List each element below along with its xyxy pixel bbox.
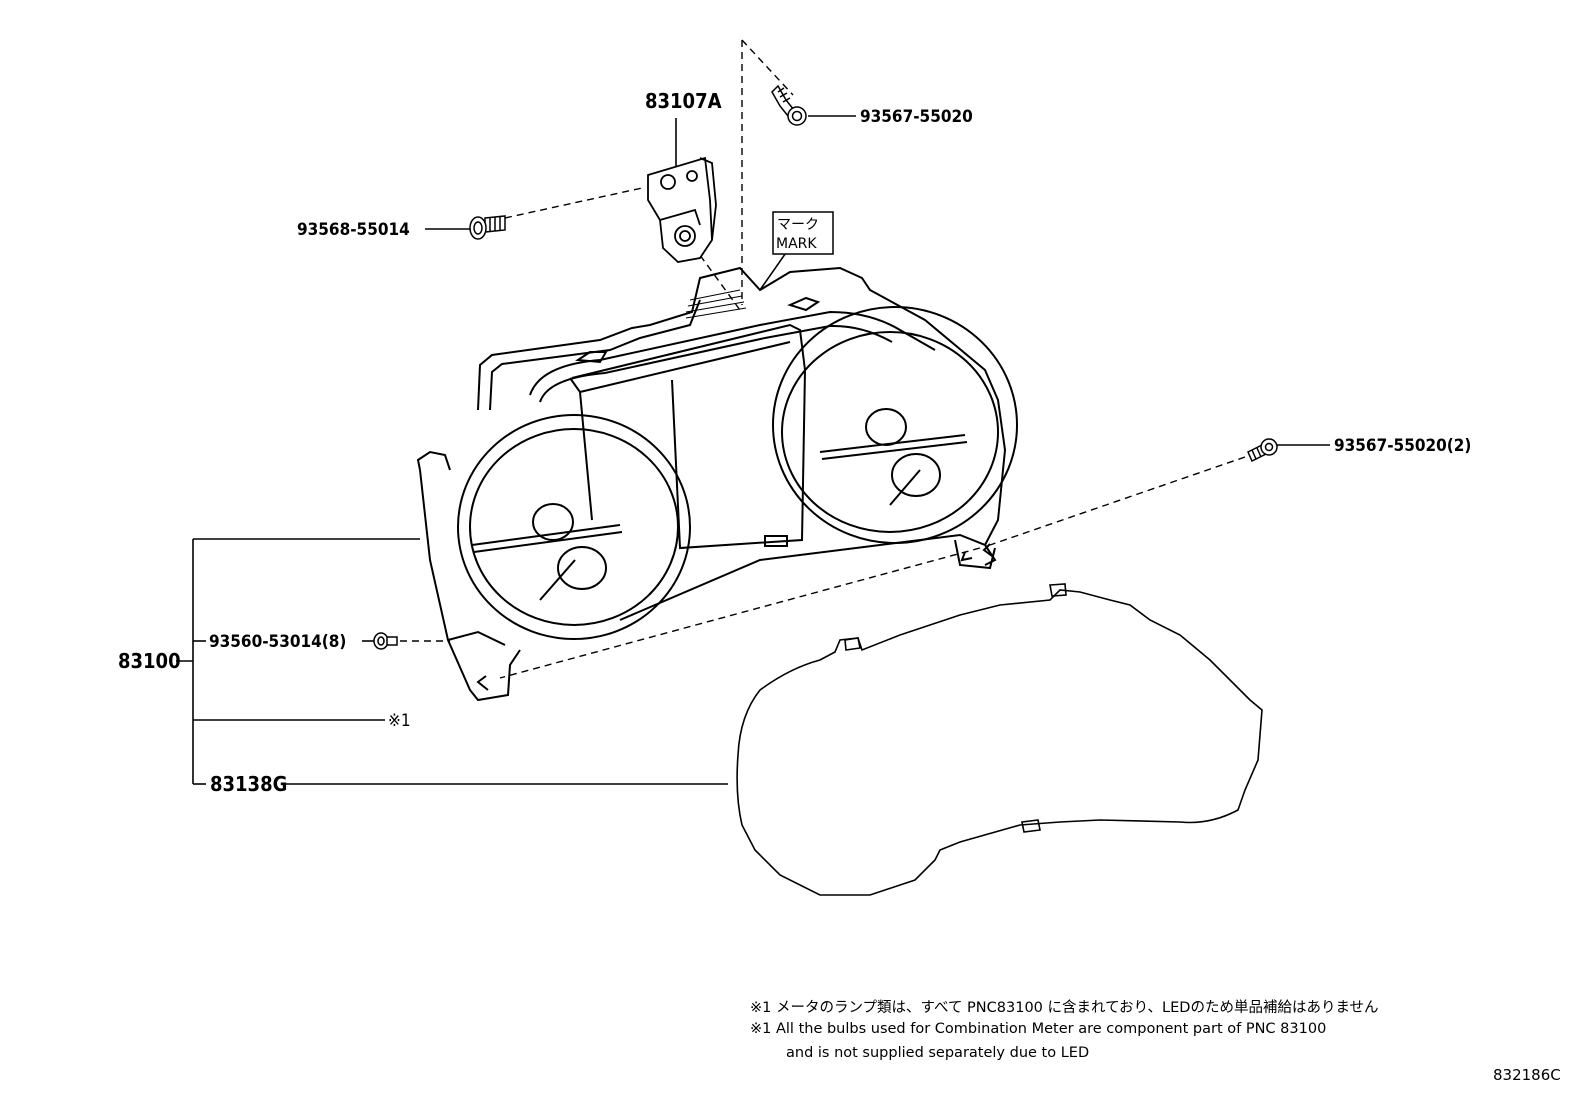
screw-right-icon xyxy=(1248,439,1277,461)
leader-lines xyxy=(176,115,1330,785)
screw-bottom-icon xyxy=(374,633,397,649)
combination-meter-83100 xyxy=(418,268,1017,700)
lens-83138g xyxy=(737,584,1262,895)
mark-en-text: MARK xyxy=(776,236,817,252)
label-note-ref: ※1 xyxy=(388,711,411,731)
screw-left-icon xyxy=(470,216,505,239)
dashed-lines xyxy=(400,39,1246,679)
label-lens: 83138G xyxy=(210,772,287,796)
bracket-83107a xyxy=(648,158,716,262)
label-bracket: 83107A xyxy=(645,89,722,113)
mark-jp-text: マーク xyxy=(777,217,819,233)
note-jp: ※1 メータのランプ類は、すべて PNC83100 に含まれており、LEDのため… xyxy=(750,1000,1379,1016)
note-en-line2: and is not supplied separately due to LE… xyxy=(786,1045,1090,1061)
mark-label-box xyxy=(772,211,834,255)
diagram-id: 832186C xyxy=(1493,1066,1561,1084)
screw-top-icon xyxy=(772,86,806,125)
label-screw-left: 93568-55014 xyxy=(297,220,410,240)
label-screw-bottom: 93560-53014(8) xyxy=(209,632,346,652)
label-assembly: 83100 xyxy=(118,649,181,673)
label-screw-right: 93567-55020(2) xyxy=(1334,436,1471,456)
label-screw-top: 93567-55020 xyxy=(860,107,973,127)
note-en-line1: ※1 All the bulbs used for Combination Me… xyxy=(750,1021,1327,1037)
